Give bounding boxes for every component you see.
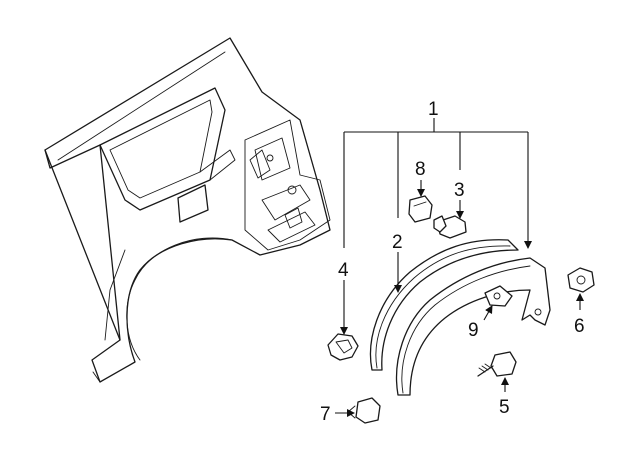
clip-part-3	[433, 215, 467, 239]
wheel-opening-molding	[395, 257, 551, 396]
push-nut-part-6	[567, 267, 595, 293]
clip-nut-part-9	[484, 285, 513, 307]
callout-2: 2	[392, 232, 403, 253]
callout-1: 1	[428, 99, 439, 120]
callout-5: 5	[499, 397, 510, 418]
callout-3: 3	[454, 180, 465, 201]
fastener-part-7	[347, 397, 381, 424]
flare-molding-part-2	[369, 239, 519, 371]
callout-7: 7	[320, 404, 331, 425]
callout-4: 4	[338, 260, 349, 281]
grommet-part-4	[327, 333, 359, 361]
callout-9: 9	[468, 320, 479, 341]
callout-8: 8	[415, 159, 426, 180]
callout-labels: 1 2 3 4 5 6 7 8 9	[320, 99, 585, 425]
leader-lines	[335, 118, 584, 417]
screw-part-5	[477, 351, 517, 377]
clip-part-8	[408, 195, 433, 223]
callout-6: 6	[574, 316, 585, 337]
quarter-panel	[44, 37, 331, 383]
